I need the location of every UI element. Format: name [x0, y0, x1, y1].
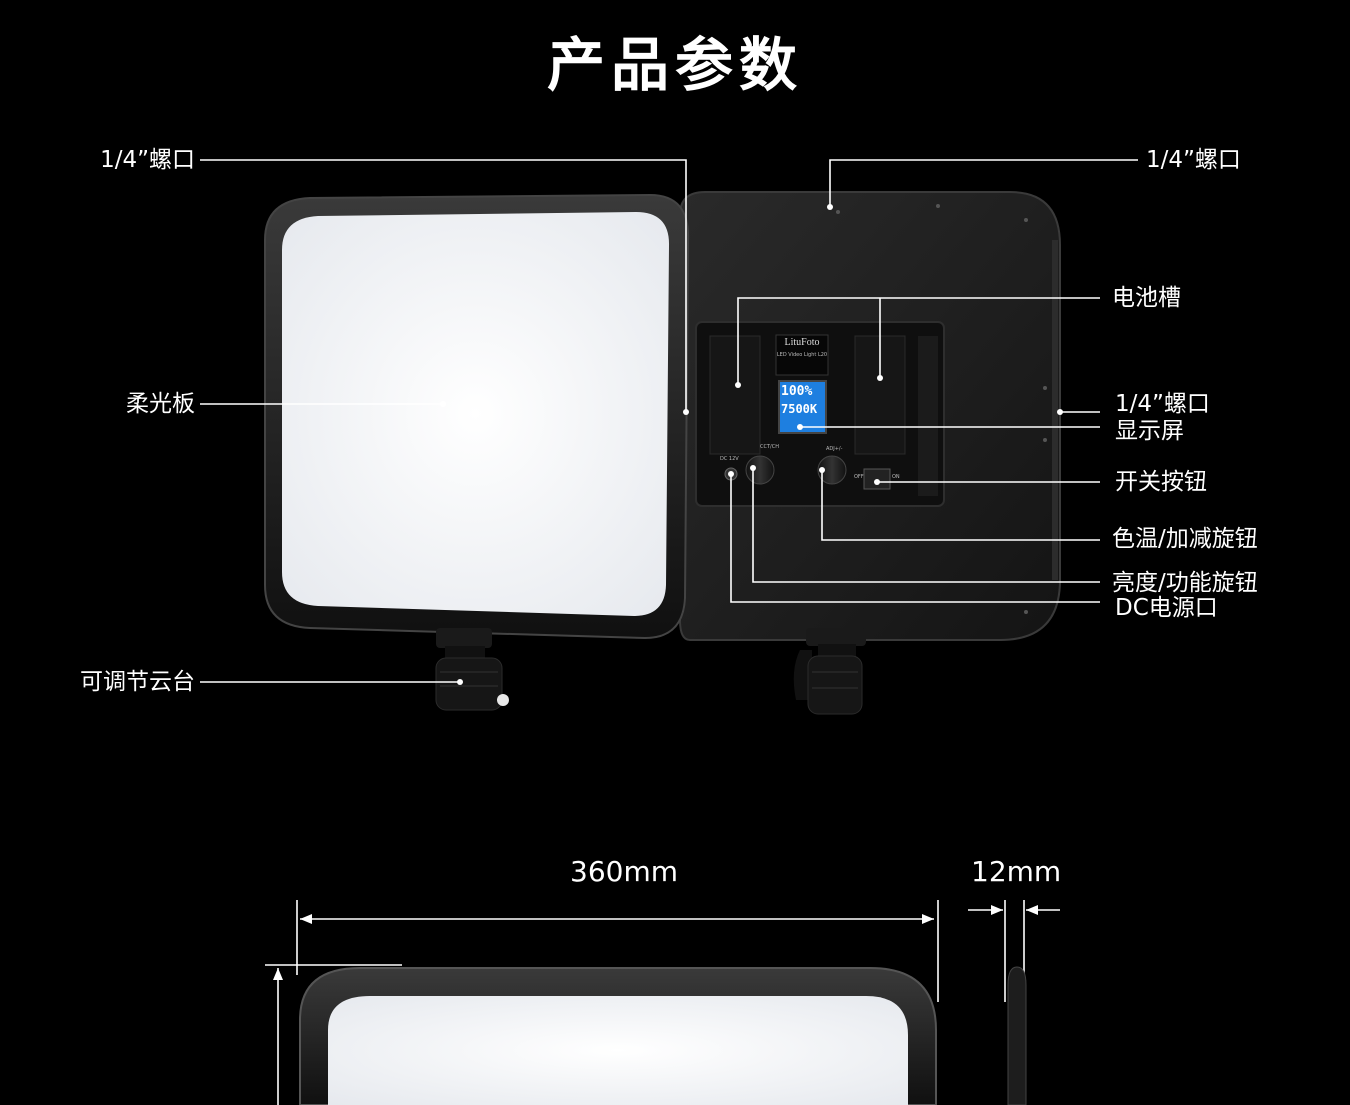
- brightness-knob: [745, 455, 775, 485]
- on-text: ON: [892, 474, 900, 480]
- label-temp-knob: 色温/加减旋钮: [1112, 526, 1258, 552]
- diffuser: [282, 212, 670, 616]
- dimension-drawing: [265, 900, 1060, 1105]
- label-dc-port: DC电源口: [1115, 595, 1218, 621]
- lcd-temp: 7500K: [781, 402, 818, 416]
- label-diffuser: 柔光板: [126, 391, 195, 417]
- off-text: OFF: [854, 474, 864, 480]
- model-text: LED Video Light L20: [776, 352, 828, 358]
- ball-head-front: [435, 628, 509, 711]
- label-mount-side: 1/4”螺口: [1115, 391, 1210, 417]
- temp-knob: [817, 455, 847, 485]
- callout-lines: [200, 159, 1138, 685]
- back-panel: [679, 191, 1061, 641]
- dimension-thickness: 12mm: [971, 855, 1062, 888]
- label-battery-slot: 电池槽: [1112, 285, 1181, 311]
- label-power-switch: 开关按钮: [1115, 469, 1207, 495]
- front-panel: [264, 193, 690, 640]
- dimension-width: 360mm: [570, 855, 678, 888]
- lcd-brightness: 100%: [781, 384, 813, 399]
- ball-head-back: [793, 628, 866, 715]
- lcd-screen: [778, 380, 827, 434]
- dc-text: DC 12V: [720, 456, 739, 462]
- cct-text: CCT/CH: [760, 444, 779, 450]
- label-display: 显示屏: [1115, 418, 1184, 444]
- label-mount-top-right: 1/4”螺口: [1146, 147, 1241, 173]
- label-mount-left: 1/4”螺口: [100, 147, 195, 173]
- label-ball-head: 可调节云台: [80, 669, 195, 695]
- label-brightness-knob: 亮度/功能旋钮: [1112, 570, 1258, 596]
- adj-text: ADJ+/-: [826, 446, 843, 452]
- brand-text: LituFoto: [784, 337, 820, 348]
- page-title: 产品参数: [546, 31, 803, 99]
